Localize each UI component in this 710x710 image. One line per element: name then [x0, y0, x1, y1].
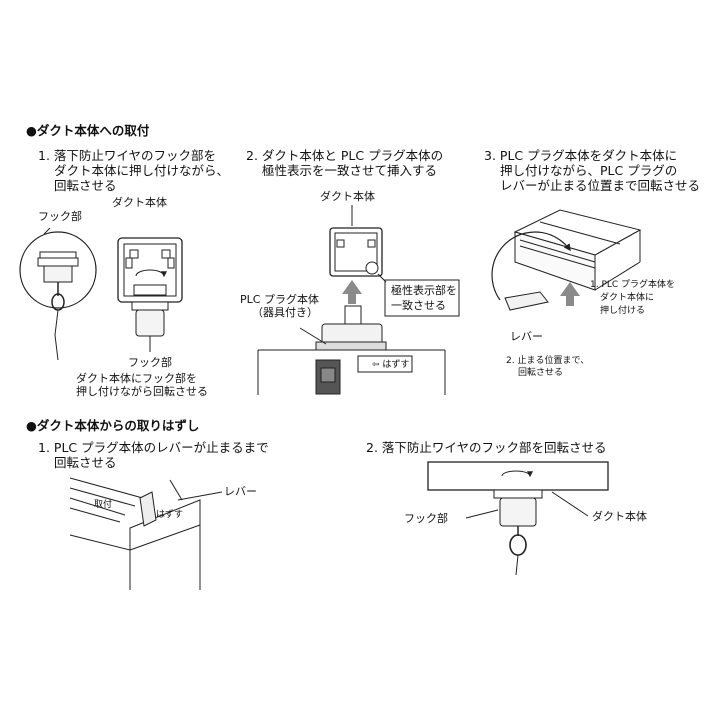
duct-label-remove: ダクト本体: [592, 510, 647, 523]
hook-detail-circle: [19, 231, 97, 311]
remove-step1-line2: 回転させる: [54, 455, 117, 470]
push-note-line3: 押し付ける: [600, 306, 646, 316]
plug-label-line2: （器具付き）: [252, 306, 318, 319]
install-step1-line2: ダクト本体に押し付けながら、: [54, 163, 230, 178]
duct-perspective: [491, 209, 642, 311]
polarity-line1: 極性表示部を: [391, 284, 457, 297]
duct-label-2: ダクト本体: [320, 190, 375, 203]
leader-line: [177, 491, 223, 501]
hook-label-bottom: フック部: [128, 356, 172, 369]
remove-tag-label: はずす: [382, 360, 410, 370]
push-note-line2: ダクト本体に: [600, 293, 655, 303]
polarity-line2: 一致させる: [391, 299, 446, 312]
remove-step2-line1: 2. 落下防止ワイヤのフック部を回転させる: [366, 440, 607, 455]
hook-bottom: [131, 301, 169, 337]
step1-note-line2: 押し付けながら回転させる: [76, 385, 208, 398]
left-arrow-icon: ⇦: [372, 360, 380, 370]
lever-label-2: レバー: [224, 485, 257, 498]
plug-label-line1: PLC プラグ本体: [240, 293, 319, 306]
hook-assembly: [493, 489, 543, 576]
rotate-note-line1: 2. 止まる位置まで、: [506, 356, 590, 366]
wire: [54, 309, 59, 361]
remove-section-title: ●ダクト本体からの取りはずし: [26, 418, 200, 433]
lever: [139, 491, 157, 527]
polarity-callout-box: [384, 279, 460, 317]
push-note-line1: 1. PLC プラグ本体を: [590, 280, 676, 290]
install-step1-line1: 1. 落下防止ワイヤのフック部を: [38, 148, 217, 163]
leader-line: [551, 491, 589, 517]
rotate-note-line2: 回転させる: [518, 368, 564, 378]
fixture-body: [257, 305, 446, 395]
rotate-arrow: [491, 231, 571, 301]
leader-line: [299, 327, 327, 345]
install-step2-line2: 極性表示を一致させて挿入する: [262, 163, 438, 178]
leader-line: [465, 509, 499, 519]
remove-mark-1: はずす: [156, 510, 184, 520]
hook-label-top: フック部: [38, 210, 82, 223]
remove-tag-text: ⇦ はずす: [372, 360, 409, 371]
rotate-arrow: [501, 470, 533, 478]
insert-arrow: [342, 280, 362, 304]
duct-label-1: ダクト本体: [112, 196, 167, 209]
duct-body-square: [117, 237, 183, 303]
lever-label-1: レバー: [510, 330, 543, 343]
push-arrow: [560, 282, 580, 306]
leader-line: [43, 227, 51, 235]
remove-mark-2: 取付: [94, 500, 113, 510]
install-step1-line3: 回転させる: [54, 178, 117, 193]
hook-label-remove: フック部: [404, 512, 448, 525]
install-section-title: ●ダクト本体への取付: [26, 123, 150, 138]
install-step3-line3: レバーが止まる位置まで回転させる: [500, 178, 701, 193]
install-step3-line2: 押し付けながら、PLC プラグの: [500, 163, 678, 178]
step1-note-line1: ダクト本体にフック部を: [76, 372, 197, 385]
remove-step1-line1: 1. PLC プラグ本体のレバーが止まるまで: [38, 440, 269, 455]
lever: [504, 291, 549, 311]
install-step3-line1: 3. PLC プラグ本体をダクト本体に: [484, 148, 678, 163]
install-step2-line1: 2. ダクト本体と PLC プラグ本体の: [246, 148, 444, 163]
duct-bar: [427, 461, 609, 491]
polarity-circle: [365, 261, 379, 275]
remove-tag: [357, 355, 413, 373]
duct-perspective-remove: [69, 477, 223, 590]
